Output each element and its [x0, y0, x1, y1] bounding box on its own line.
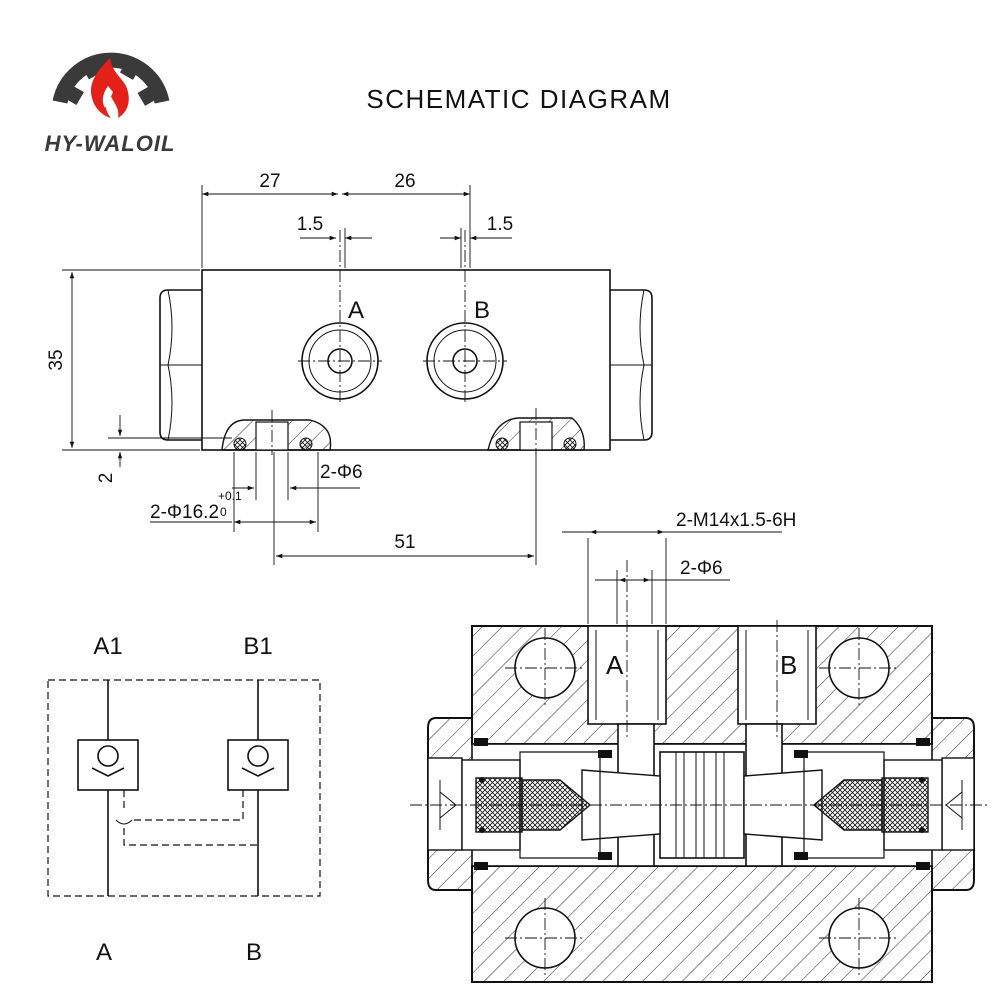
mounting-holes	[505, 628, 899, 978]
port-b-label: B	[474, 297, 490, 324]
dimension-lines	[62, 185, 537, 565]
thread-spec-label: 2-M14x1.5-6H	[676, 510, 796, 531]
pilot-lines	[115, 790, 258, 846]
check-valve-left	[77, 739, 139, 791]
page-title: SCHEMATIC DIAGRAM	[366, 84, 671, 114]
hole-spec-label: 2-Φ6	[680, 558, 723, 579]
symbol-boundary	[47, 679, 321, 897]
section-dimension-lines	[562, 529, 782, 624]
breakout-right	[487, 408, 585, 455]
breakout-left	[221, 410, 332, 455]
dim-oring-tol-lower: 0	[220, 505, 227, 519]
dim-offset-right: 1.5	[487, 214, 513, 235]
top-view: A B	[46, 171, 653, 565]
dim-small-hole: 2-Φ6	[320, 462, 363, 483]
dim-oring: 2-Φ16.2	[150, 502, 219, 523]
symbol-port-a: A	[96, 939, 112, 966]
port-a-label: A	[348, 297, 364, 324]
dim-2: 2	[96, 473, 117, 484]
section-port-a: A	[606, 650, 624, 680]
hydraulic-symbol: A1 B1 A B	[47, 633, 321, 966]
check-valve-right	[227, 739, 289, 791]
dim-51: 51	[394, 532, 415, 553]
gear-icon	[52, 52, 170, 106]
dim-26: 26	[394, 171, 415, 192]
section-port-b: B	[780, 650, 797, 680]
section-view: A B 2-M14x1.5-6H 2-Φ6	[410, 510, 990, 983]
dim-oring-tol-upper: +0.1	[218, 489, 242, 503]
brand-logo: HY-WALOIL	[45, 52, 176, 156]
flame-icon	[90, 58, 129, 118]
valve-body-outline	[201, 269, 611, 451]
symbol-port-b: B	[246, 939, 262, 966]
logo-text: HY-WALOIL	[45, 131, 176, 156]
symbol-port-a1: A1	[93, 633, 122, 660]
hex-nut-left	[159, 289, 202, 441]
dim-27: 27	[259, 171, 280, 192]
dim-35: 35	[46, 349, 67, 370]
symbol-port-b1: B1	[243, 633, 272, 660]
hex-nut-right	[610, 289, 653, 441]
dim-offset-left: 1.5	[297, 214, 323, 235]
